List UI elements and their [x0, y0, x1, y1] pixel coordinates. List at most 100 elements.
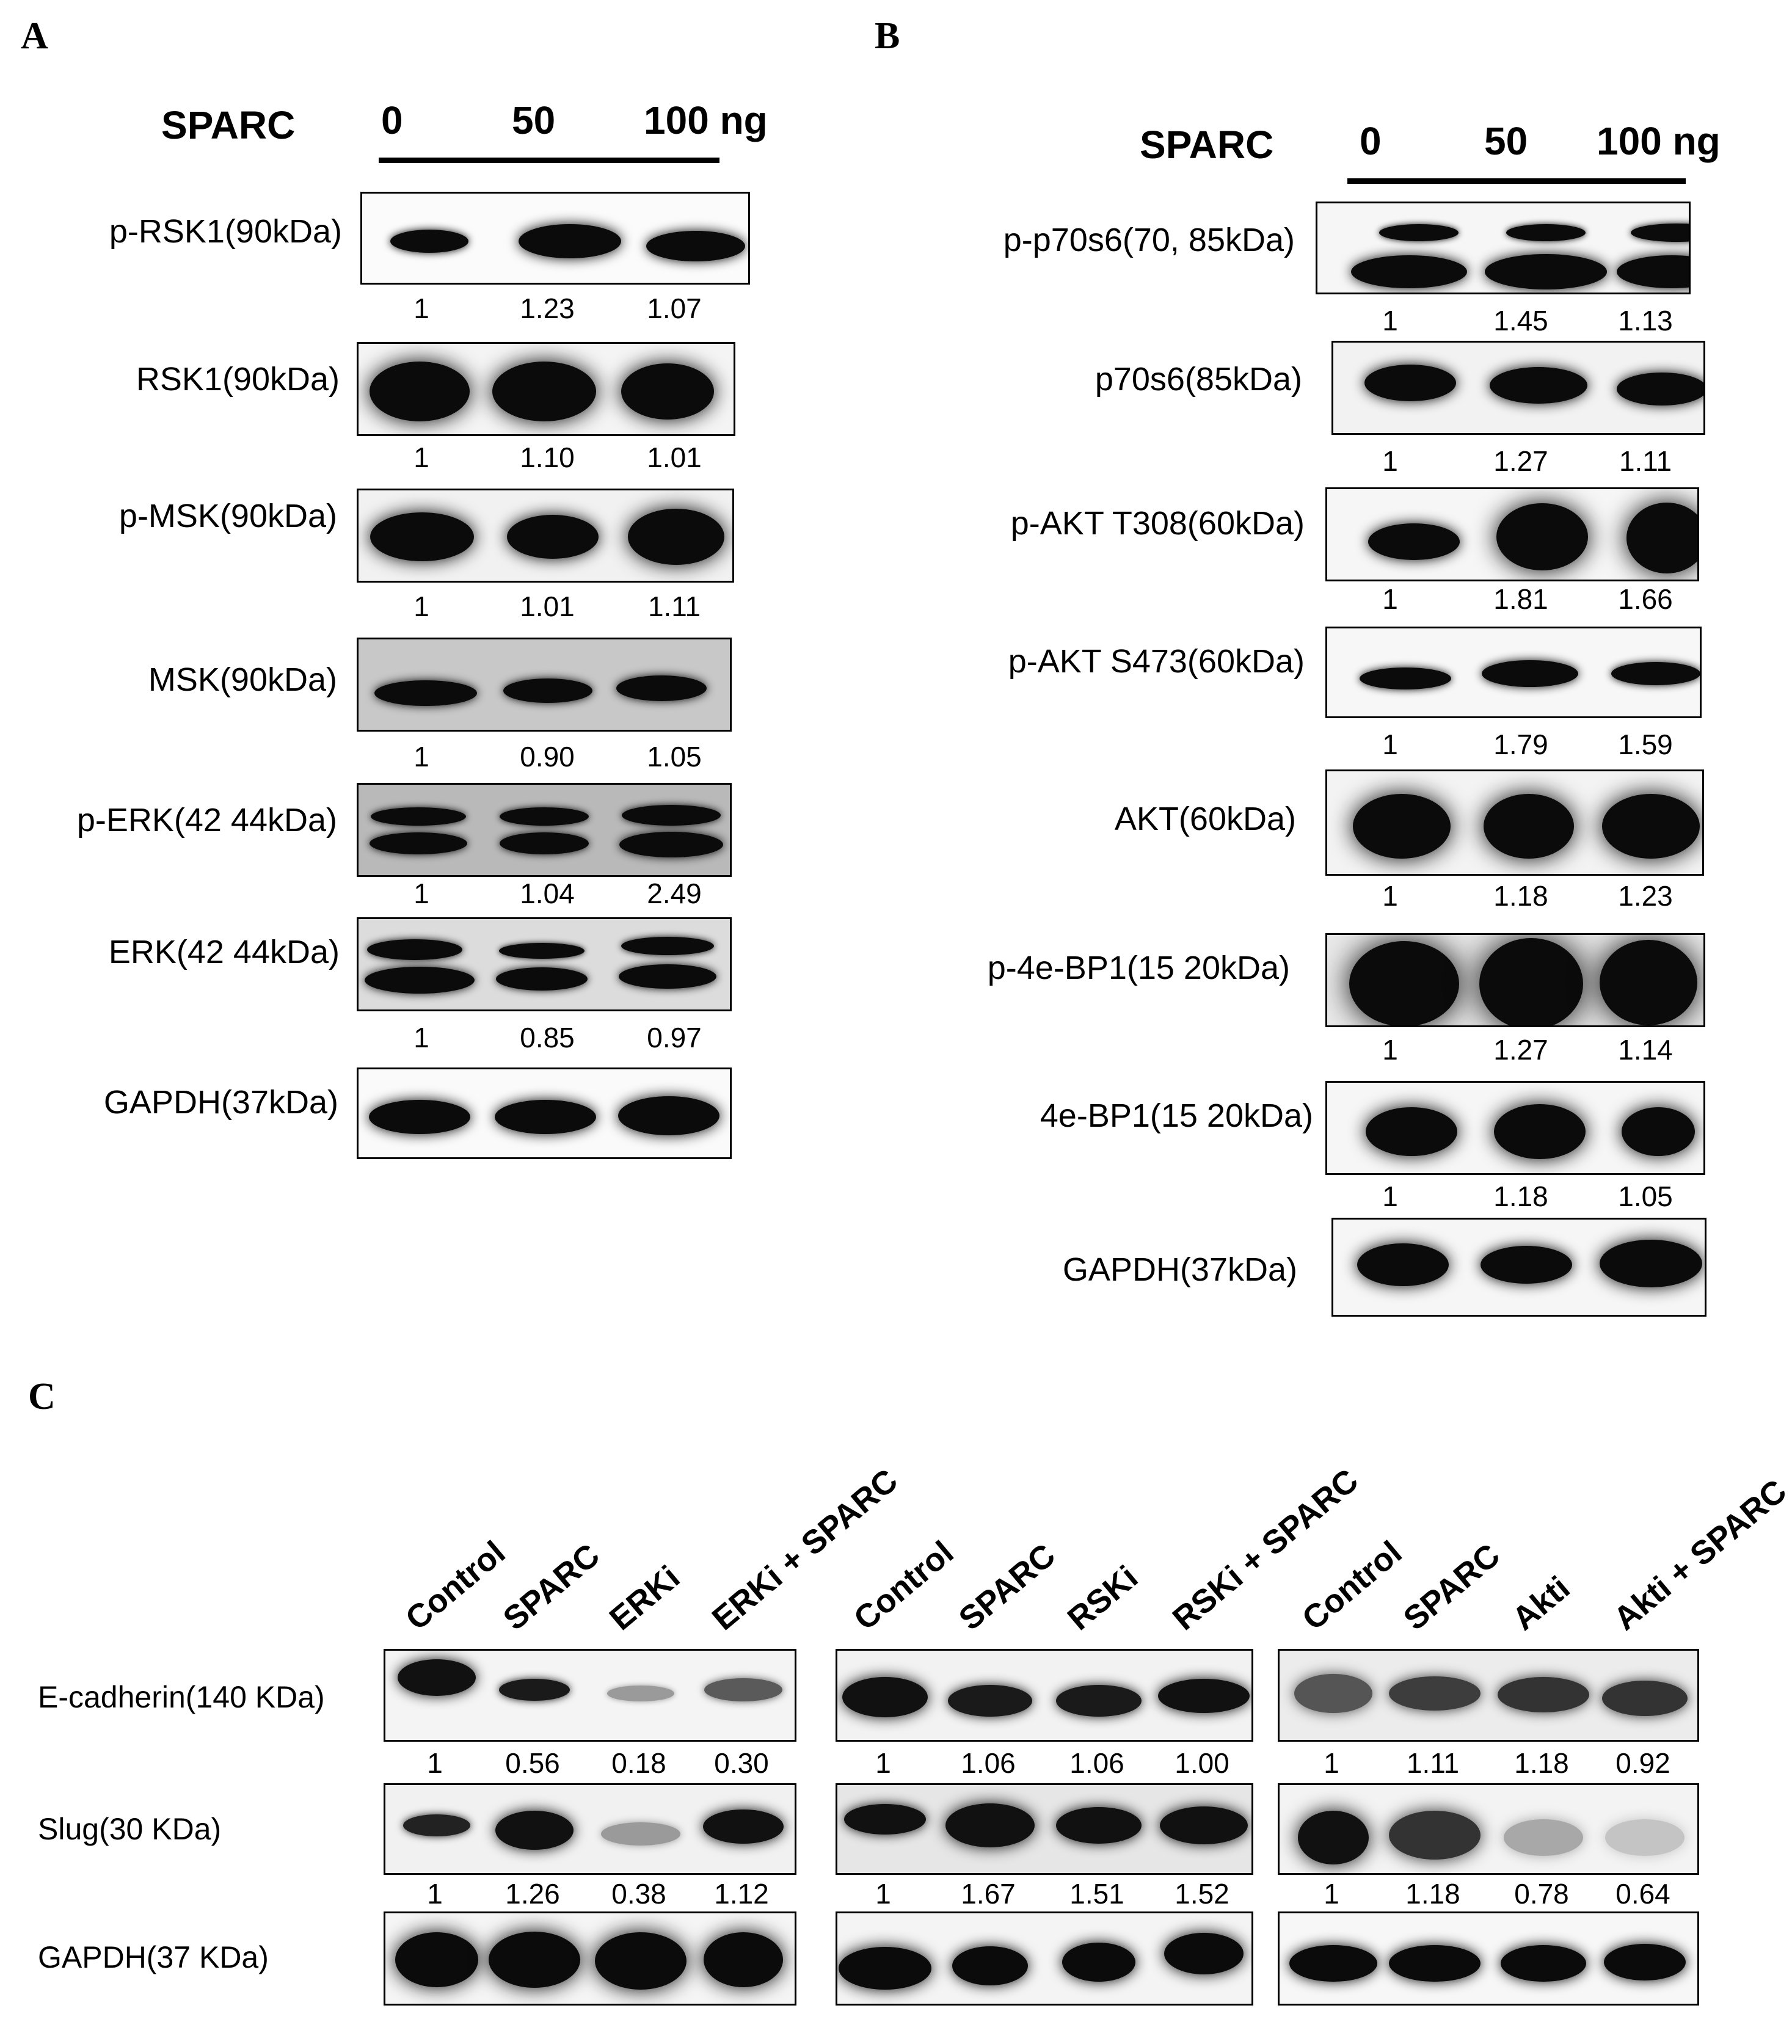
panel-b-quant-value: 1	[1382, 305, 1398, 336]
panel-a-band	[371, 807, 466, 826]
panel-b-quant-value: 1	[1382, 583, 1398, 615]
panel-b-band	[1349, 941, 1459, 1025]
panel-b-band	[1602, 794, 1700, 859]
panel-a-quant-value: 0.90	[520, 741, 575, 773]
panel-c-quant-value: 0.64	[1615, 1878, 1670, 1910]
panel-a-quant-value: 1.10	[520, 442, 575, 473]
panel-c-quant-value: 1.06	[961, 1747, 1016, 1779]
panel-b-dose-100: 100 ng	[1597, 119, 1721, 163]
panel-letter-c: C	[28, 1376, 56, 1417]
panel-c-band	[1389, 1676, 1481, 1711]
panel-b-band	[1617, 373, 1703, 406]
panel-a-quant-value: 1	[413, 293, 429, 324]
panel-b-dose-rule	[1347, 178, 1686, 184]
panel-c-band	[704, 1932, 783, 1987]
panel-b-band	[1494, 1104, 1586, 1159]
panel-a-band	[367, 939, 462, 960]
panel-b-band	[1482, 660, 1578, 687]
panel-a-quant-value: 1.04	[520, 878, 575, 909]
panel-c-lane-label: Control	[1295, 1533, 1409, 1638]
panel-c-band	[607, 1686, 674, 1701]
panel-c-quant-value: 1.18	[1514, 1747, 1569, 1779]
panel-b-blot-label: p-AKT S473(60kDa)	[1008, 643, 1305, 680]
panel-b-band	[1366, 1107, 1457, 1156]
panel-a-band	[374, 680, 477, 706]
panel-a-blot-label: GAPDH(37kDa)	[103, 1084, 338, 1121]
panel-c-band	[1389, 1945, 1481, 1982]
panel-c-quant-value: 0.92	[1615, 1747, 1670, 1779]
panel-a-quant-value: 1	[413, 741, 429, 773]
panel-a-blot-image	[357, 1067, 732, 1159]
panel-c-band	[1605, 1819, 1685, 1856]
panel-c-quant-value: 1.11	[1406, 1747, 1460, 1779]
panel-c-band	[703, 1809, 784, 1844]
panel-c-lane-label: SPARC	[952, 1537, 1063, 1638]
panel-b-blot-label: GAPDH(37kDa)	[1062, 1251, 1297, 1288]
panel-b-band	[1631, 224, 1689, 242]
panel-c-blot-image	[384, 1783, 796, 1875]
panel-a-band	[390, 230, 468, 253]
panel-b-band	[1379, 224, 1459, 241]
panel-b-dose-50: 50	[1484, 119, 1528, 163]
panel-c-quant-value: 1.67	[961, 1878, 1016, 1910]
panel-a-blot-image	[360, 192, 750, 285]
panel-b-quant-value: 1.66	[1618, 583, 1673, 615]
panel-c-band	[1062, 1943, 1135, 1982]
panel-a-band	[507, 515, 599, 559]
panel-c-blot-image	[836, 1783, 1253, 1875]
panel-a-band	[503, 678, 592, 703]
panel-c-quant-value: 1	[875, 1747, 891, 1779]
panel-a-band	[619, 964, 716, 989]
panel-b-blot-image	[1331, 1218, 1706, 1317]
panel-b-band	[1368, 523, 1460, 560]
panel-b-blot-label: 4e-BP1(15 20kDa)	[1040, 1097, 1313, 1134]
panel-b-band	[1484, 794, 1574, 859]
panel-b-band	[1360, 667, 1451, 689]
panel-a-band	[618, 1096, 719, 1135]
panel-b-band	[1357, 1243, 1449, 1286]
panel-c-quant-value: 0.30	[714, 1747, 769, 1779]
panel-a-band	[500, 832, 589, 854]
panel-b-band	[1353, 794, 1451, 859]
panel-b-quant-value: 1.45	[1493, 305, 1548, 336]
panel-c-band	[1160, 1806, 1248, 1844]
panel-c-quant-value: 1.12	[714, 1878, 769, 1910]
panel-c-quant-value: 0.56	[505, 1747, 560, 1779]
panel-b-quant-value: 1.59	[1618, 729, 1673, 760]
panel-b-quant-value: 1.23	[1618, 880, 1673, 912]
panel-b-band	[1496, 503, 1588, 570]
panel-c-band	[489, 1932, 580, 1988]
panel-c-quant-value: 1.06	[1069, 1747, 1124, 1779]
panel-a-dose-100: 100 ng	[644, 98, 768, 142]
panel-c-quant-value: 1.52	[1175, 1878, 1229, 1910]
panel-c-band	[595, 1932, 687, 1990]
panel-a-band	[616, 675, 707, 701]
panel-a-band	[365, 967, 475, 994]
panel-c-band	[1501, 1945, 1586, 1982]
panel-b-band	[1600, 940, 1697, 1025]
panel-b-blot-image	[1331, 341, 1705, 435]
panel-b-quant-value: 1.14	[1618, 1034, 1673, 1066]
panel-c-blot-image	[1278, 1649, 1699, 1742]
panel-a-blot-label: p-RSK1(90kDa)	[109, 213, 342, 250]
panel-a-quant-value: 1	[413, 591, 429, 622]
panel-c-band	[704, 1678, 782, 1701]
panel-c-blot-image	[384, 1911, 796, 2006]
panel-a-band	[370, 832, 467, 854]
panel-c-lane-label: Akti	[1505, 1569, 1577, 1638]
panel-a-quant-value: 1	[413, 1022, 429, 1053]
panel-c-band	[1056, 1807, 1142, 1844]
panel-b-quant-value: 1.27	[1493, 445, 1548, 477]
panel-b-dose-0: 0	[1360, 119, 1382, 163]
panel-c-band	[1604, 1944, 1686, 1980]
panel-b-blot-label: AKT(60kDa)	[1114, 801, 1296, 837]
panel-a-quant-value: 1	[413, 442, 429, 473]
panel-c-quant-value: 1.18	[1405, 1878, 1460, 1910]
panel-c-quant-value: 1	[1324, 1747, 1339, 1779]
panel-b-band	[1617, 255, 1689, 288]
panel-b-blot-image	[1325, 627, 1702, 718]
panel-c-band	[1056, 1685, 1142, 1717]
panel-c-quant-value: 1	[427, 1747, 443, 1779]
panel-c-band	[495, 1811, 574, 1850]
panel-a-band	[492, 362, 596, 421]
